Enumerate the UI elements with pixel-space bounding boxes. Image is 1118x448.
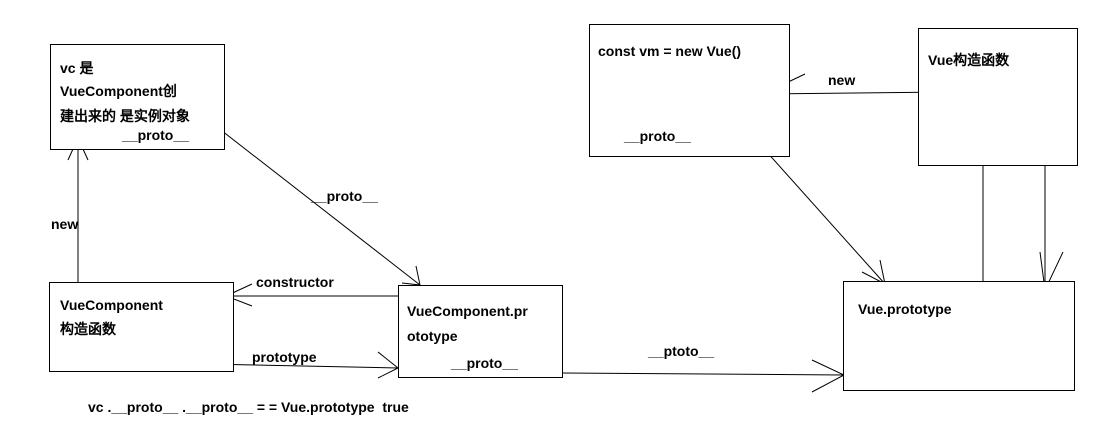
label-ptoto: __ptoto__ xyxy=(648,343,715,359)
vue-prototype-box xyxy=(843,281,1075,391)
label-proto-mid: __proto__ xyxy=(311,188,378,204)
vcproto-box-line2: ototype xyxy=(407,328,458,344)
arrow-prototype xyxy=(204,363,399,369)
arrow-vc-to-vcproto xyxy=(207,119,421,286)
vue-box-line1: Vue构造函数 xyxy=(928,52,1010,68)
label-new-left: new xyxy=(51,216,79,232)
vue-constructor-box xyxy=(918,28,1078,166)
label-new-right: new xyxy=(828,72,856,88)
vuecomponent-box-line1: VueComponent xyxy=(60,297,163,313)
vc-box-line1: vc 是 xyxy=(60,60,94,76)
vc-box-line3: 建出来的 是实例对象 xyxy=(60,108,190,124)
arrowhead-ptoto xyxy=(811,359,846,393)
vuecomponent-prototype-box xyxy=(398,285,563,378)
label-prototype: prototype xyxy=(252,349,317,365)
vuecomponent-constructor-box xyxy=(49,282,234,372)
vcproto-box-line1: VueComponent.pr xyxy=(407,303,528,319)
vm-instance-box xyxy=(589,24,790,157)
arrowhead-vc-to-vcproto xyxy=(401,265,421,286)
vueproto-box-line1: Vue.prototype xyxy=(858,301,952,317)
label-constructor: constructor xyxy=(256,274,334,290)
equation-text: vc .__proto__ .__proto__ = = Vue.prototy… xyxy=(88,399,409,415)
arrowhead-prototype xyxy=(377,351,399,379)
arrow-ptoto xyxy=(561,372,845,376)
vc-box-line2: VueComponent创 xyxy=(60,83,177,99)
vm-box-line1: const vm = new Vue() xyxy=(598,43,742,59)
vcproto-box-proto: __proto__ xyxy=(451,355,518,371)
vc-box-proto: __proto__ xyxy=(122,127,189,143)
vuecomponent-box-line2: 构造函数 xyxy=(60,321,116,337)
vm-box-proto: __proto__ xyxy=(624,128,691,144)
vc-instance-box xyxy=(50,44,225,150)
